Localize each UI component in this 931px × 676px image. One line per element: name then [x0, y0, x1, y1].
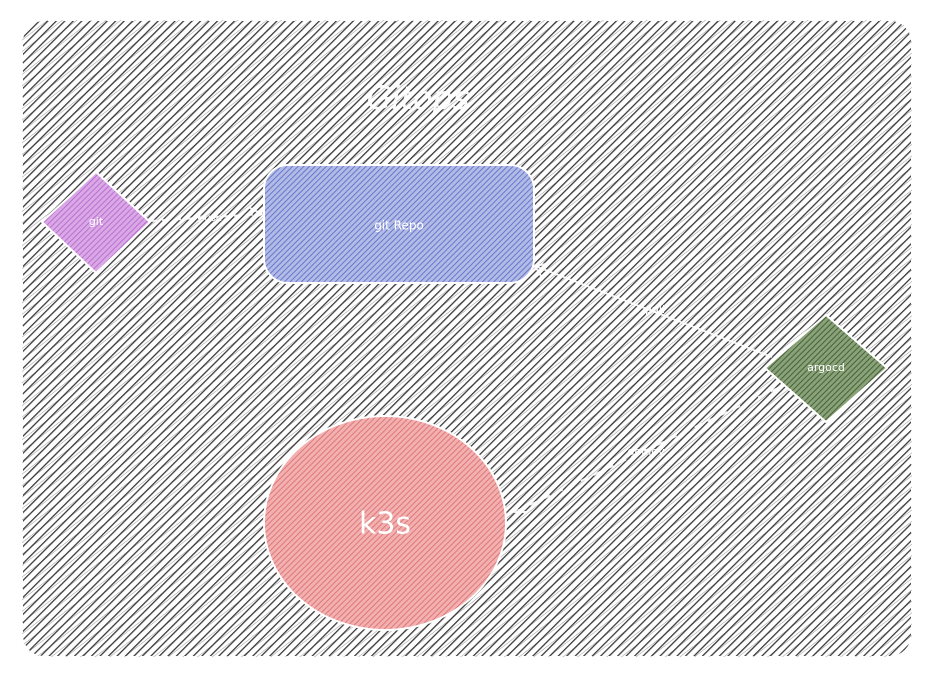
edge-argocd-to-k3s: deploy: [513, 387, 779, 513]
background-hatch-overlay: [22, 20, 912, 657]
node-k3s[interactable]: k3s: [263, 415, 507, 631]
node-git-repo[interactable]: git Repo: [263, 164, 535, 284]
node-git[interactable]: git: [41, 171, 151, 274]
edge-label-deploy: deploy: [627, 445, 665, 458]
node-git-label: git: [89, 215, 104, 228]
node-git-repo-label: git Repo: [374, 219, 424, 233]
diagram-title: Gitops: [367, 79, 470, 117]
node-argocd[interactable]: argocd: [764, 314, 888, 423]
edge-repo-to-argocd: pull: [533, 263, 773, 358]
edge-git-to-repo: push: [149, 207, 265, 224]
node-argocd-label: argocd: [807, 361, 845, 374]
edge-label-push: push: [198, 213, 222, 224]
edge-label-pull: pull: [645, 303, 665, 316]
node-k3s-label: k3s: [359, 507, 411, 542]
